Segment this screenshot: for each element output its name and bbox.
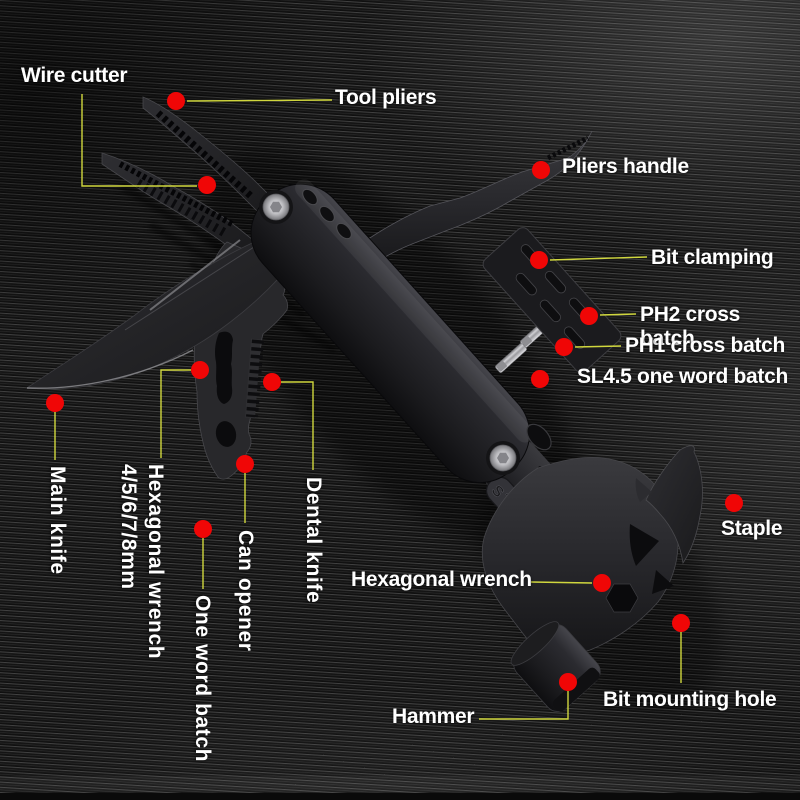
callout-dot-can-opener <box>236 455 254 473</box>
main-knife-blade <box>25 235 289 390</box>
callout-line-bit-clamping <box>549 256 648 261</box>
head-cutout-small <box>652 570 674 594</box>
handle-button <box>302 188 318 206</box>
callout-dot-wire-cutter <box>198 176 216 194</box>
light-sheen-bottom <box>0 680 800 800</box>
lanyard-slot <box>526 423 552 451</box>
callout-dot-ph1-cross-batch <box>555 338 573 356</box>
callout-dot-staple <box>725 494 743 512</box>
callout-line-ph1-cross-batch <box>574 345 622 348</box>
bottom-band <box>0 776 800 792</box>
handle-button <box>336 222 352 240</box>
callout-dot-pliers-handle <box>532 161 550 179</box>
pivot-screw-top <box>259 190 293 224</box>
callout-dot-bit-mounting-hole <box>672 614 690 632</box>
callout-dot-hexagonal-wrench-sizes <box>191 361 209 379</box>
callout-line-tool-pliers <box>186 99 333 102</box>
callout-line-hammer <box>479 691 569 720</box>
callout-dot-main-knife <box>46 394 64 412</box>
callout-dot-sl45-one-word-batch <box>531 370 549 388</box>
callout-dot-one-word-batch <box>194 520 212 538</box>
callout-line-wire-cutter <box>81 94 197 187</box>
staple-claw <box>645 445 703 565</box>
handle-body <box>250 179 552 484</box>
callout-dot-tool-pliers <box>167 92 185 110</box>
callout-dot-dental-knife <box>263 373 281 391</box>
callout-line-hexagonal-wrench-sizes <box>160 369 191 458</box>
pivot-screw-bottom <box>486 441 520 475</box>
annotation-layer <box>46 92 743 720</box>
callout-line-hexagonal-wrench <box>530 581 593 584</box>
callout-line-dental-knife <box>281 381 314 470</box>
callout-dot-bit-clamping <box>530 251 548 269</box>
callout-dot-hammer <box>559 673 577 691</box>
handle-button <box>319 205 335 223</box>
callout-line-ph2-cross-batch <box>599 313 637 316</box>
callout-dot-ph2-cross-batch <box>580 307 598 325</box>
hex-wrench-hole <box>605 583 639 613</box>
hammer-cap <box>510 621 601 712</box>
head-cutout <box>629 524 659 566</box>
hammer-head <box>481 445 703 660</box>
bottom-edge <box>0 793 800 800</box>
callout-dot-hexagonal-wrench <box>593 574 611 592</box>
